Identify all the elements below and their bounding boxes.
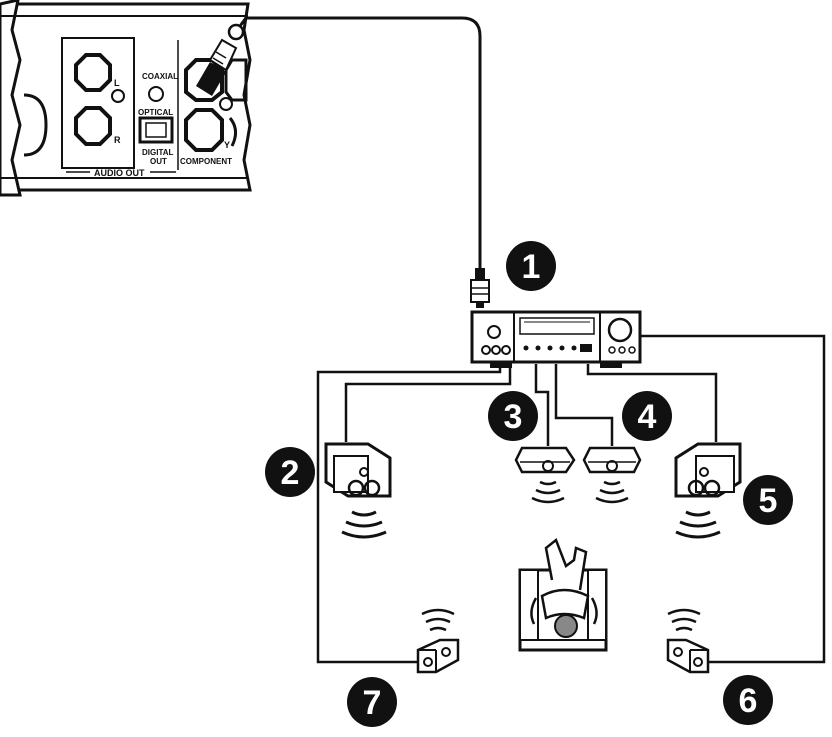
- audio-out-label: AUDIO OUT: [94, 168, 145, 178]
- badge-5-label: 5: [759, 482, 778, 520]
- digital-label: DIGITAL: [142, 148, 174, 157]
- badge-5: 5: [743, 475, 793, 525]
- badge-7-label: 7: [363, 684, 382, 722]
- center-speaker-3: [514, 446, 576, 474]
- surround-right-sound-waves: [667, 608, 701, 632]
- player-back-panel: L R COAXIAL OPTICAL DIGITAL OUT Y COMPON…: [0, 0, 252, 197]
- audio-right-label: R: [114, 135, 121, 145]
- center-speaker-3-sound-waves: [531, 480, 565, 504]
- av-receiver: [470, 310, 642, 368]
- coaxial-label: COAXIAL: [142, 72, 178, 81]
- front-left-speaker: [324, 442, 392, 498]
- badge-7: 7: [347, 677, 397, 727]
- badge-1-label: 1: [522, 248, 541, 286]
- surround-left-sound-waves: [421, 608, 455, 632]
- listener-head: [554, 614, 578, 638]
- listener-in-chair-icon: [518, 537, 608, 652]
- badge-4: 4: [622, 391, 672, 441]
- audio-left-label: L: [114, 78, 120, 88]
- center-speaker-4-sound-waves: [595, 480, 629, 504]
- badge-2: 2: [265, 447, 315, 497]
- badge-6-label: 6: [739, 682, 758, 720]
- surround-right-speaker: [666, 638, 710, 674]
- badge-3: 3: [488, 391, 538, 441]
- out-label: OUT: [150, 157, 167, 166]
- badge-3-label: 3: [504, 398, 523, 436]
- component-y-label: Y: [224, 140, 230, 150]
- badge-1: 1: [506, 241, 556, 291]
- coaxial-cable: [238, 16, 482, 270]
- front-right-sound-waves: [675, 510, 721, 539]
- optical-port: [138, 116, 174, 144]
- audio-right-jack: [74, 106, 112, 146]
- coaxial-jack: [148, 86, 164, 102]
- badge-2-label: 2: [281, 454, 300, 492]
- optical-label: OPTICAL: [138, 108, 173, 117]
- surround-left-speaker: [416, 638, 460, 674]
- badge-4-label: 4: [638, 398, 657, 436]
- badge-6: 6: [723, 675, 773, 725]
- center-speaker-4: [582, 446, 642, 474]
- cable-plug-icon: [470, 268, 490, 308]
- front-right-speaker: [674, 442, 742, 498]
- component-label: COMPONENT: [180, 157, 232, 166]
- coaxial-plug-icon: [196, 23, 245, 96]
- front-left-sound-waves: [341, 510, 387, 539]
- component-y-jack: [184, 108, 224, 152]
- speaker-wires: [316, 334, 826, 664]
- audio-left-jack: [74, 53, 112, 92]
